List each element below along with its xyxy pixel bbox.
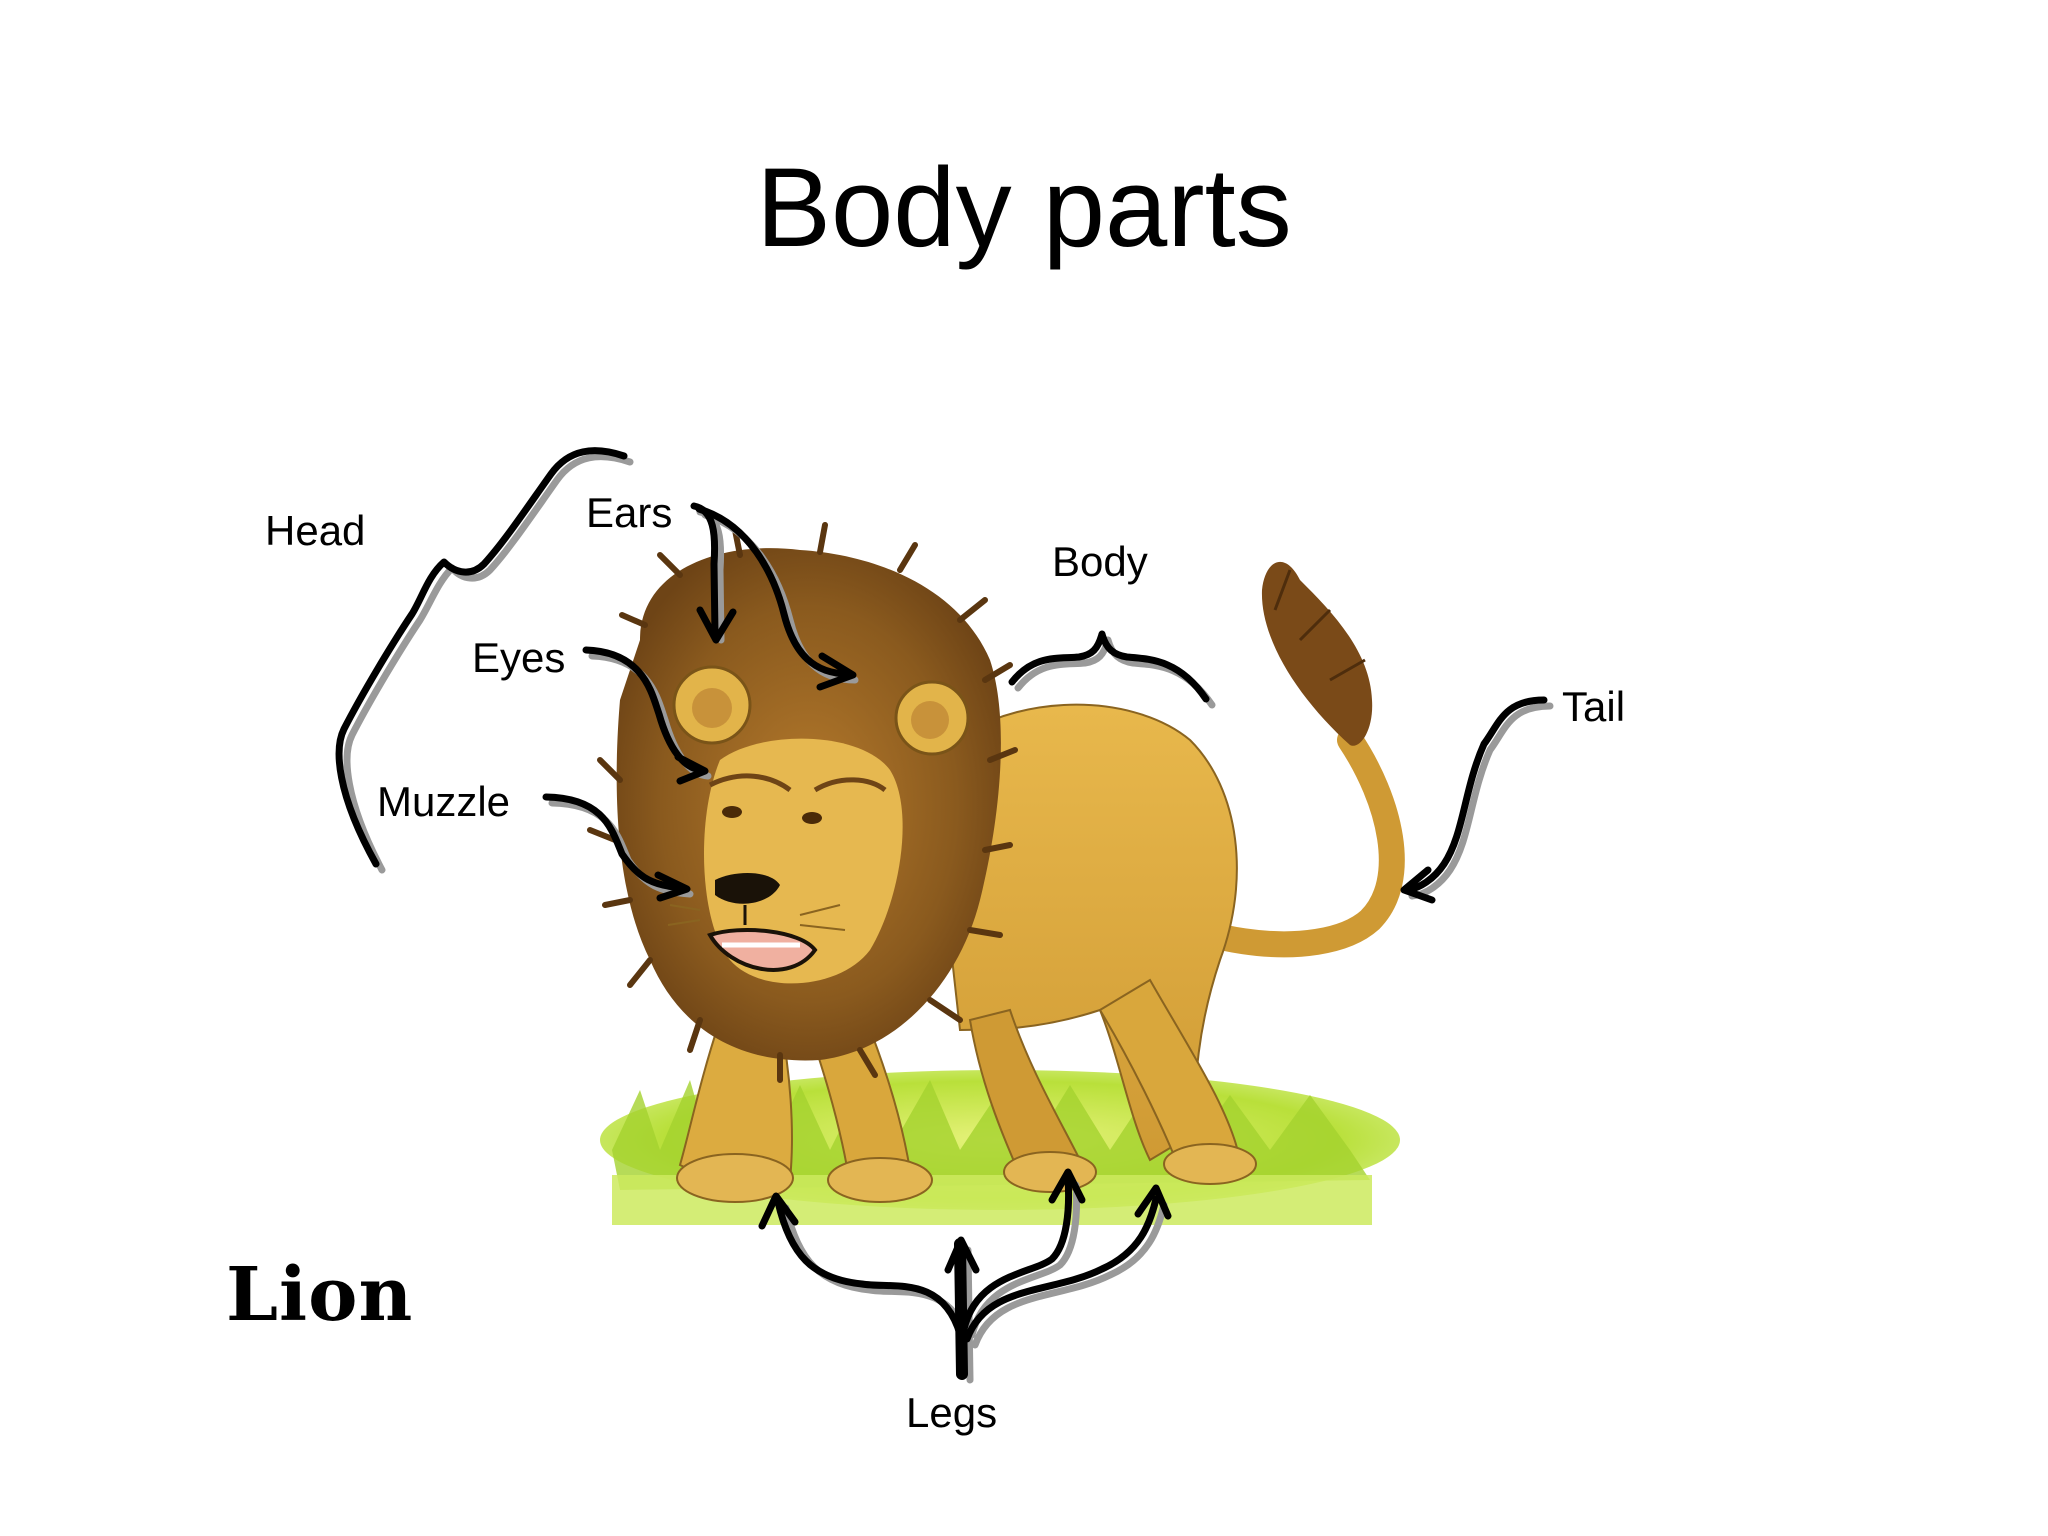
label-ears: Ears bbox=[586, 489, 673, 536]
label-muzzle: Muzzle bbox=[377, 778, 511, 825]
label-body: Body bbox=[1052, 538, 1148, 585]
ears-arrow-left-head bbox=[696, 606, 737, 644]
legs-arrow-3-head bbox=[1048, 1168, 1086, 1204]
label-legs: Legs bbox=[906, 1389, 998, 1436]
legs-arrow-1 bbox=[774, 1198, 964, 1338]
tail-arrow bbox=[1402, 696, 1548, 894]
legs-arrow-3 bbox=[960, 1175, 1073, 1333]
label-tail: Tail bbox=[1562, 683, 1626, 730]
label-eyes: Eyes bbox=[472, 634, 566, 681]
head-brace bbox=[335, 447, 628, 868]
body-brace bbox=[1008, 630, 1210, 703]
lion-face bbox=[667, 665, 970, 984]
legs-arrow-4-head bbox=[1134, 1184, 1172, 1220]
legs-stem bbox=[954, 1238, 968, 1380]
eyes-arrow-head bbox=[674, 753, 709, 785]
tail-arrow-head bbox=[1400, 866, 1436, 904]
lion-body bbox=[676, 703, 1257, 1203]
legs-arrow-2-head bbox=[944, 1236, 980, 1274]
label-head: Head bbox=[265, 507, 366, 554]
annotation-lines bbox=[335, 447, 1548, 1380]
caption-lion: Lion bbox=[226, 1252, 414, 1338]
page-title: Body parts bbox=[756, 145, 1292, 270]
muzzle-arrow bbox=[542, 793, 688, 892]
muzzle-arrow-head bbox=[654, 871, 691, 902]
ears-arrow-right-head bbox=[816, 652, 857, 691]
legs-arrow-1-head bbox=[758, 1192, 799, 1230]
ears-arrow-right bbox=[695, 505, 853, 678]
legs-arrow-4 bbox=[963, 1195, 1160, 1343]
